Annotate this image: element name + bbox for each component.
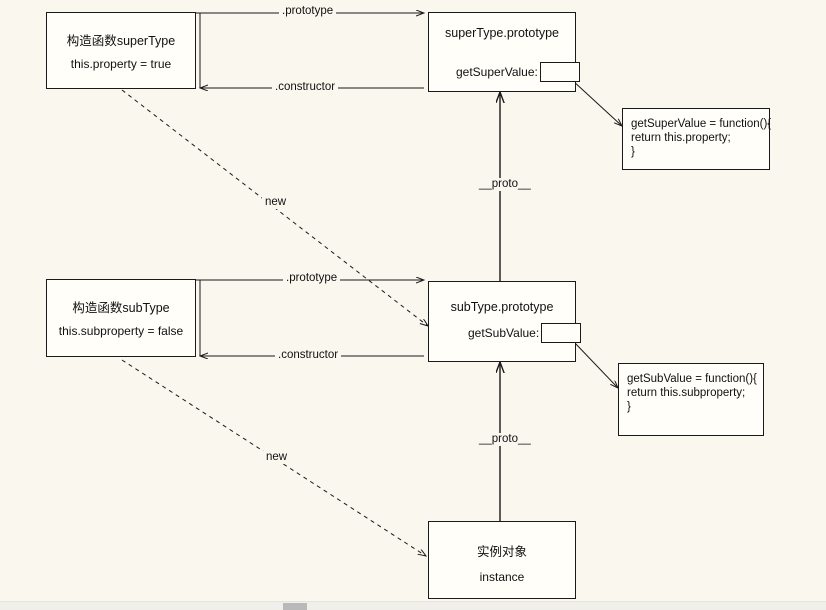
edge-subvalue-to-function <box>573 341 618 388</box>
instance-body: instance <box>479 570 525 584</box>
edge-label-super-constructor: .constructor <box>272 81 339 94</box>
subtype-constructor-title-cn: 构造函数 <box>72 300 123 315</box>
subtype-constructor-body: this.subproperty = false <box>58 324 184 338</box>
get-sub-value-label: getSubValue: <box>468 326 540 340</box>
node-subtype-prototype[interactable]: subType.prototype <box>428 281 576 362</box>
supertype-constructor-body: this.property = true <box>70 57 172 71</box>
getsubvalue-code-line-3: } <box>627 401 631 413</box>
node-getsupervalue-function[interactable]: getSuperValue = function(){ return this.… <box>622 108 772 170</box>
horizontal-scrollbar[interactable] <box>0 601 826 610</box>
getsubvalue-code-line-2: return this.subproperty; <box>627 387 746 399</box>
supertype-constructor-title-en: superType <box>116 34 176 48</box>
edge-label-super-new: new <box>262 196 290 209</box>
getsubvalue-code-line-1: getSubValue = function(){ <box>627 373 757 385</box>
supertype-constructor-title: 构造函数superType <box>47 30 195 49</box>
node-instance[interactable]: 实例对象 instance <box>428 521 576 599</box>
subtype-prototype-title: subType.prototype <box>450 300 554 314</box>
supertype-prototype-title: superType.prototype <box>445 26 559 40</box>
get-sub-value-slot-box[interactable] <box>541 323 582 343</box>
node-subtype-constructor[interactable]: 构造函数subType this.subproperty = false <box>46 279 196 357</box>
subtype-constructor-title-en: subType <box>122 301 170 315</box>
edge-label-super-proto: __proto__ <box>476 178 534 191</box>
get-super-value-slot-box[interactable] <box>539 62 580 82</box>
supertype-constructor-title-cn: 构造函数 <box>66 33 117 48</box>
subtype-constructor-title: 构造函数subType <box>47 297 195 316</box>
get-super-value-label: getSuperValue: <box>456 65 538 79</box>
edge-label-super-prototype: .prototype <box>279 5 337 18</box>
node-getsubvalue-function[interactable]: getSubValue = function(){ return this.su… <box>618 363 764 436</box>
edge-supervalue-to-function <box>571 79 622 126</box>
edge-label-sub-new: new <box>263 451 291 464</box>
getsupervalue-code-line-2: return this.property; <box>631 132 731 144</box>
horizontal-scrollbar-thumb[interactable] <box>283 603 307 610</box>
edge-label-sub-constructor: .constructor <box>275 349 342 362</box>
subtype-prototype-slot[interactable]: getSubValue: <box>468 323 582 343</box>
node-supertype-constructor[interactable]: 构造函数superType this.property = true <box>46 12 196 89</box>
getsupervalue-code-line-3: } <box>631 146 635 158</box>
instance-title: 实例对象 <box>476 544 527 559</box>
edge-label-sub-prototype: .prototype <box>283 272 341 285</box>
getsupervalue-code-line-1: getSuperValue = function(){ <box>631 118 772 130</box>
edge-label-sub-proto: __proto__ <box>476 433 534 446</box>
supertype-prototype-slot[interactable]: getSuperValue: <box>456 62 580 82</box>
